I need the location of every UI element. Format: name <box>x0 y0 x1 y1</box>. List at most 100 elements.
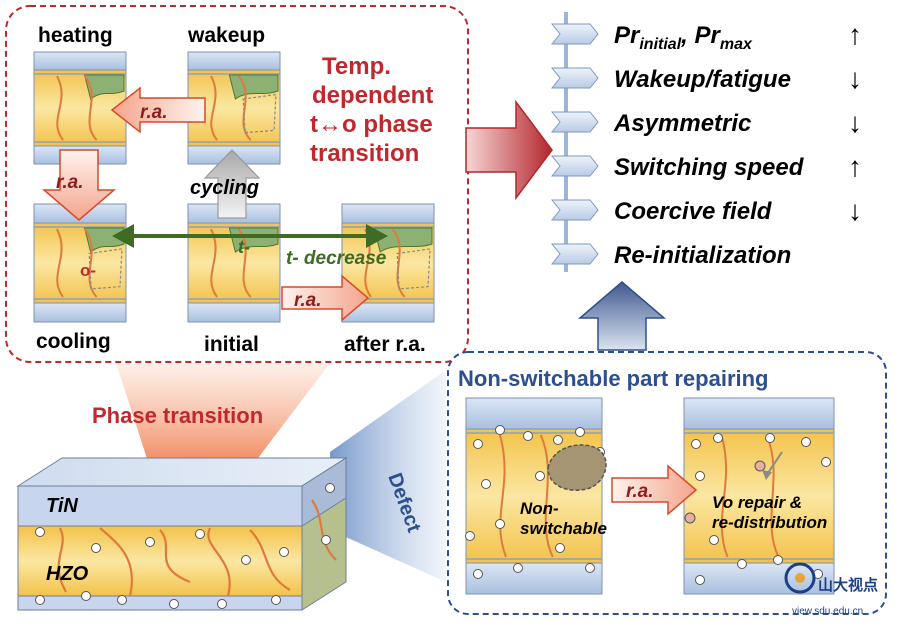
repair-after-dot-7 <box>737 559 747 569</box>
watermark-url: view.sdu.edu.cn <box>792 606 863 617</box>
slab-top-face <box>16 457 348 487</box>
repair-before-dot-2 <box>523 431 533 441</box>
cell-after-o-phase-outline <box>396 248 431 290</box>
blue-up-arrow <box>577 281 667 351</box>
phase-heading-line-4: transition <box>310 140 419 167</box>
slab-dot-3 <box>195 529 205 539</box>
slab-tin-label: TiN <box>46 495 78 517</box>
repair-before-dot-6 <box>481 479 491 489</box>
vo-repair-line-1: Vo repair & <box>712 493 802 512</box>
t-decrease-label: t- decrease <box>286 248 387 269</box>
watermark-logo-dot <box>795 573 805 583</box>
non-switchable-label: Non- switchable <box>520 499 607 538</box>
slab-dot-7 <box>321 535 331 545</box>
property-name: Re-initialization <box>614 242 791 269</box>
phase-heading-line-1: Temp. <box>322 53 391 80</box>
repair-ra-arrow <box>611 464 698 516</box>
cell-after-t-phase <box>373 227 433 253</box>
repair-cell-after-grain-boundaries <box>720 434 780 558</box>
property-trend-icon: ↓ <box>848 107 862 138</box>
property-name-part-2: Pr <box>694 22 721 49</box>
slab-dot-5 <box>279 547 289 557</box>
slab-dot-10 <box>117 595 127 605</box>
property-separator: , <box>680 22 694 49</box>
slab-dot-2 <box>145 537 155 547</box>
repair-before-dot-12 <box>585 563 595 573</box>
slab-dot-6 <box>325 483 335 493</box>
property-list: Prinitial, Prmax↑Wakeup/fatigue↓Asymmetr… <box>550 19 862 269</box>
property-tab-icon <box>550 243 599 265</box>
non-switchable-line-1: Non- <box>520 499 559 518</box>
cell-cooling-o-phase-outline <box>88 248 123 290</box>
ra-arrow-left-label: r.a. <box>140 102 167 123</box>
phase-heading-line-3: t↔o phase <box>310 111 433 138</box>
cell-initial <box>187 203 281 323</box>
watermark: 山大视点 view.sdu.edu.cn <box>784 562 878 617</box>
repair-panel-title: Non-switchable part repairing <box>458 366 769 391</box>
cell-heating-grain-boundaries <box>56 75 98 141</box>
repair-after-dot-8 <box>773 555 783 565</box>
repair-cell-before-bottom-electrode <box>465 562 603 595</box>
repair-before-dot-11 <box>473 569 483 579</box>
property-subscript: initial <box>639 36 681 53</box>
phase-heading: Temp. dependent t↔o phase transition <box>310 53 440 167</box>
t-decrease-arrow-head-left <box>112 224 134 248</box>
cell-label-wakeup: wakeup <box>187 24 265 47</box>
cell-initial-bottom-electrode <box>187 302 281 323</box>
cell-cooling <box>33 203 127 323</box>
repair-before-dot-9 <box>495 519 505 529</box>
property-item: Asymmetric↓ <box>550 107 862 138</box>
slab-dot-11 <box>169 599 179 609</box>
property-item: Coercive field↓ <box>550 195 862 226</box>
property-trend-icon: ↓ <box>848 63 862 94</box>
slab-dot-9 <box>81 591 91 601</box>
big-red-arrow <box>465 99 553 201</box>
property-tab-icon <box>550 155 599 177</box>
cell-after-top-electrode <box>341 203 435 224</box>
ra-arrow-right-label: r.a. <box>294 290 321 311</box>
slab-grain-boundaries <box>57 499 337 597</box>
slab-dot-13 <box>271 595 281 605</box>
cell-label-cooling: cooling <box>36 330 111 353</box>
cell-heating-top-electrode <box>33 51 127 71</box>
repair-before-dot-3 <box>553 435 563 445</box>
ra-arrow-down-label: r.a. <box>56 172 83 193</box>
non-switchable-line-2: switchable <box>520 519 607 538</box>
repair-after-dot-4 <box>821 457 831 467</box>
cell-wakeup-o-phase-outline <box>242 93 277 134</box>
repair-after-dot-3 <box>801 437 811 447</box>
slab-dot-1 <box>91 543 101 553</box>
cell-cooling-bottom-electrode <box>33 302 127 323</box>
property-item: Switching speed↑ <box>550 151 862 182</box>
property-tab-icon <box>550 23 599 45</box>
phase-heading-line-2: dependent <box>312 82 433 109</box>
property-trend-icon: ↑ <box>848 19 862 50</box>
repair-before-dot-1 <box>495 425 505 435</box>
slab-side-tin <box>301 457 347 527</box>
cycling-arrow <box>203 149 261 219</box>
ra-arrow-left <box>110 86 206 134</box>
phase-cone <box>116 363 330 474</box>
repair-after-dot-6 <box>709 535 719 545</box>
slab-dot-4 <box>241 555 251 565</box>
t-label: t- <box>238 237 250 257</box>
phase-transition-label: Phase transition <box>92 403 263 428</box>
vo-repair-line-2: re-distribution <box>712 513 827 532</box>
non-switchable-region <box>547 444 607 491</box>
property-item: Re-initialization <box>550 242 791 269</box>
slab-hzo-label: HZO <box>46 563 89 585</box>
repair-after-dot-2 <box>765 433 775 443</box>
slab-dot-0 <box>35 527 45 537</box>
repair-after-dot-11 <box>754 460 766 472</box>
slab-dot-8 <box>35 595 45 605</box>
repair-after-dot-1 <box>713 433 723 443</box>
repair-after-dot-12 <box>684 512 696 524</box>
cell-heating <box>33 51 127 165</box>
o-label: o- <box>80 261 96 280</box>
repair-after-dot-5 <box>695 471 705 481</box>
watermark-text: 山大视点 <box>818 576 878 594</box>
ra-arrow-down <box>41 149 117 221</box>
repair-ra-label: r.a. <box>626 481 653 502</box>
cell-label-initial: initial <box>204 333 259 356</box>
